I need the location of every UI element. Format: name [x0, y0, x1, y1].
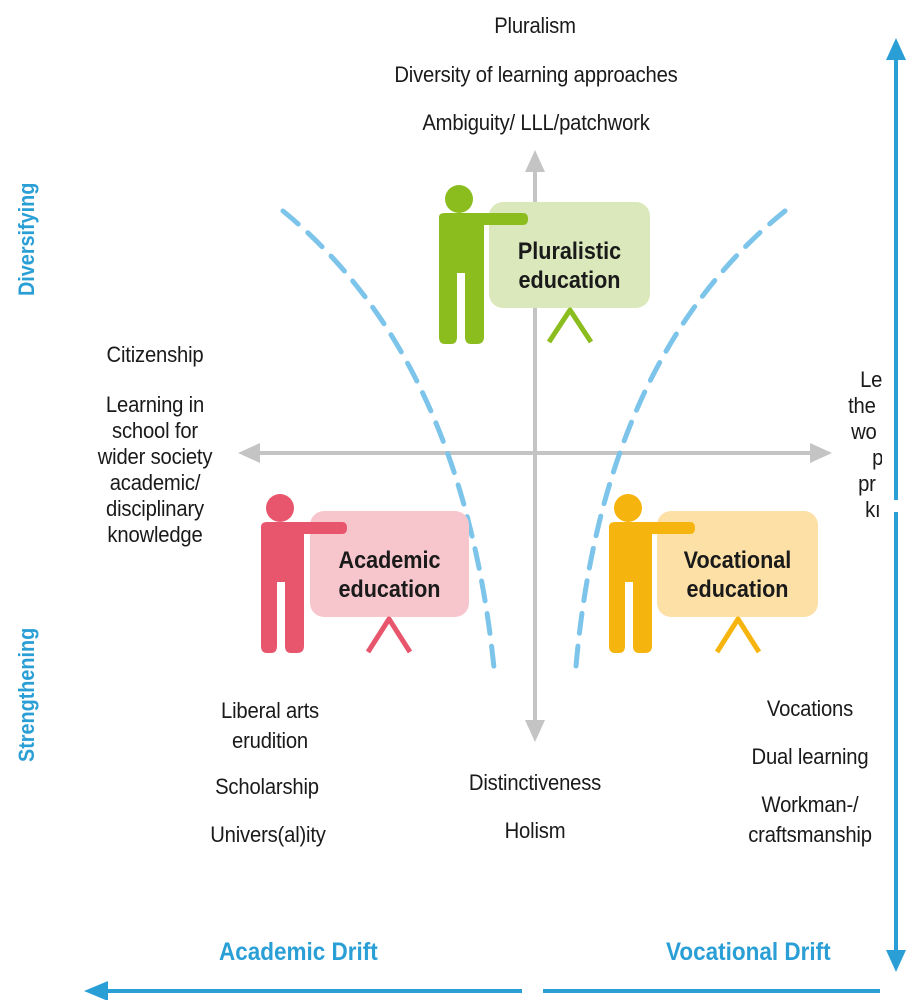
label-diversifying: Diversifying	[14, 182, 39, 296]
right-line: wo	[851, 419, 877, 444]
bottom-right-block: Vocations Dual learning Workman-/ crafts…	[700, 696, 880, 856]
academic-easel-icon	[365, 616, 413, 654]
label-erudition: erudition	[232, 728, 308, 753]
label-academic-drift: Academic Drift	[219, 938, 378, 966]
bottom-left-block: Liberal arts erudition	[170, 698, 370, 753]
right-dashed-curve	[572, 208, 788, 681]
label-dual-learning: Dual learning	[751, 744, 869, 769]
vocational-label-line-2: education	[686, 576, 789, 603]
label-diversity-of-learning: Diversity of learning approaches	[394, 62, 678, 87]
right-vertical-arrow	[886, 38, 906, 972]
left-line: school for	[112, 418, 198, 443]
vocational-education-label: Vocational education	[665, 546, 810, 604]
left-dashed-curve	[280, 208, 498, 681]
academic-board	[310, 511, 469, 617]
vocational-figure	[609, 494, 818, 654]
pluralistic-board	[489, 202, 650, 308]
left-learning-block: Learning in school for wider society aca…	[60, 392, 250, 548]
right-line: pr	[858, 471, 876, 496]
pluralistic-figure	[439, 185, 650, 344]
left-line: Learning in	[105, 392, 205, 417]
pluralistic-teacher-head	[445, 185, 473, 213]
vocational-label-line-1: Vocational	[683, 547, 792, 574]
left-line: knowledge	[107, 522, 203, 547]
label-liberal-arts: Liberal arts	[221, 698, 319, 723]
pluralistic-label-line-2: education	[518, 267, 621, 294]
label-craftsmanship: craftsmanship	[748, 822, 872, 847]
right-line: Le	[860, 367, 882, 392]
vocational-easel-icon	[714, 616, 762, 654]
left-line: disciplinary	[106, 496, 204, 521]
pluralistic-easel-icon	[546, 307, 594, 344]
vocational-board	[657, 511, 818, 617]
academic-teacher-head	[266, 494, 294, 522]
bottom-arrows	[84, 981, 880, 1000]
vocational-teacher-head	[614, 494, 642, 522]
label-strengthening: Strengthening	[14, 627, 39, 762]
right-clipped-block: Le the wo p pr kı	[830, 367, 882, 547]
label-holism: Holism	[504, 818, 566, 843]
right-line: p	[872, 445, 882, 471]
right-line: kı	[865, 497, 881, 522]
left-line: wider society	[97, 444, 213, 469]
pluralistic-label-line-1: Pluralistic	[517, 238, 622, 265]
label-universality: Univers(al)ity	[210, 822, 326, 847]
label-pluralism: Pluralism	[494, 13, 576, 38]
right-line: the	[848, 393, 876, 418]
pluralistic-education-label: Pluralistic education	[497, 237, 642, 295]
label-vocations: Vocations	[766, 696, 854, 721]
academic-teacher-body	[261, 522, 347, 653]
label-citizenship: Citizenship	[106, 342, 204, 367]
label-vocational-drift: Vocational Drift	[666, 938, 831, 966]
label-distinctiveness: Distinctiveness	[468, 770, 602, 795]
label-workman: Workman-/	[761, 792, 859, 817]
vocational-teacher-body	[609, 522, 695, 653]
label-ambiguity: Ambiguity/ LLL/patchwork	[422, 110, 650, 135]
academic-label-line-1: Academic	[338, 547, 441, 574]
academic-figure	[261, 494, 469, 654]
academic-education-label: Academic education	[318, 546, 461, 604]
left-line: academic/	[109, 470, 201, 495]
label-scholarship: Scholarship	[215, 774, 319, 799]
pluralistic-teacher-body	[439, 213, 528, 344]
academic-label-line-2: education	[338, 576, 441, 603]
